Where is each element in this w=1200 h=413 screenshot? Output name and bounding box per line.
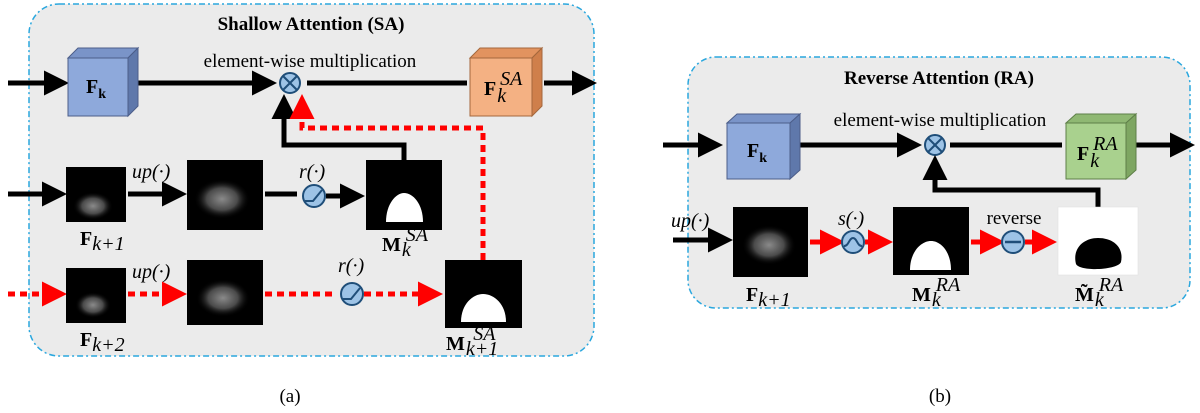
svg-text:Fk: Fk [747,140,767,166]
mask-map-mk-sa [366,160,442,230]
mask-map-reversed-mk-ra [1057,206,1139,276]
arrow-b-revmask-to-mult [922,155,1101,207]
cube-feature-fk-sa: FkSA [468,46,544,118]
sigmoid-op-b [841,230,865,254]
panel-reverse-attention: Reverse Attention (RA) element-wise mult… [663,56,1195,407]
relu-op-row1-a [302,184,326,208]
feature-map-fk1-b [733,207,808,277]
panel-a-op-label: element-wise multiplication [204,51,417,72]
feature-map-up2-a [187,260,263,325]
label-up-row2-a: up(·) [132,261,171,283]
cube-feature-fk-b: Fk [725,112,802,181]
panel-b-title: Reverse Attention (RA) [844,68,1034,89]
feature-map-up1-a [187,160,263,230]
mask-map-mk1-sa [445,260,522,328]
feature-map-fk2-a [66,268,126,323]
label-up-b: up(·) [671,210,710,232]
label-r-row2-a: r(·) [338,255,364,277]
cube-feature-fk-ra: FkRA [1064,112,1138,181]
label-fk1-b: Fk+1 [746,284,791,311]
label-fk2-a: Fk+2 [80,329,125,356]
label-reverse-b: reverse [987,208,1042,229]
label-reversed-mk-ra: M̃kRA [1075,274,1124,311]
arrow-a-mask2-to-mult [289,94,486,260]
label-s-b: s(·) [838,208,864,230]
relu-op-row2-a [340,282,364,306]
caption-b: (b) [929,386,951,407]
mask-map-mk-ra [893,207,969,275]
panel-shallow-attention: Shallow Attention (SA) element-wise mult… [8,3,597,407]
multiply-op-b [924,134,946,156]
label-r-row1-a: r(·) [299,161,325,183]
caption-a: (a) [279,386,300,407]
feature-map-fk1-a [66,167,126,222]
reverse-op-b [1001,230,1025,254]
svg-text:FkRA: FkRA [1077,133,1118,172]
multiply-op-a [279,72,301,94]
svg-text:Fk: Fk [86,76,106,102]
label-mk-sa: MkSA [382,224,429,261]
svg-text:FkSA: FkSA [484,68,523,107]
label-up-row1-a: up(·) [132,161,171,183]
label-mk1-sa: Mk+1SA [446,323,498,360]
panel-b-op-label: element-wise multiplication [834,110,1047,131]
label-mk-ra: MkRA [912,274,961,311]
label-fk1-a: Fk+1 [80,228,125,255]
arrow-a-mask-to-mult [271,94,407,160]
cube-feature-fk-a: Fk [66,46,140,118]
panel-a-title: Shallow Attention (SA) [218,14,405,35]
